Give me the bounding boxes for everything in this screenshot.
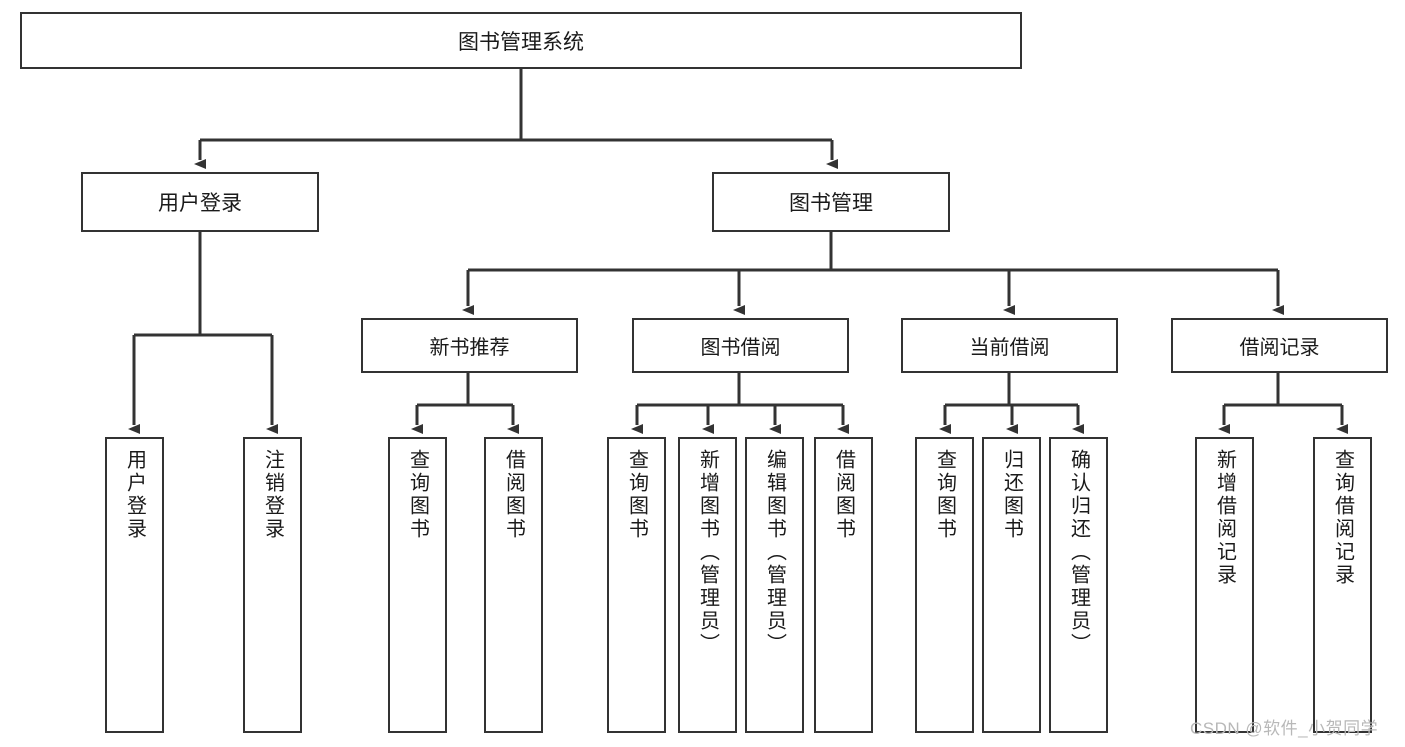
node-leaf-label: 新增图书（管理员） xyxy=(696,449,719,656)
node-level2-label: 借阅记录 xyxy=(1239,337,1320,359)
node-leaf-label: 确认归还（管理员） xyxy=(1067,449,1090,656)
node-level1-label: 图书管理 xyxy=(789,192,873,215)
node-leaf-label: 借阅图书 xyxy=(502,449,525,541)
node-level2-3[interactable]: 当前借阅 xyxy=(901,318,1118,373)
node-leaf-label: 查询图书 xyxy=(625,449,648,541)
node-leaf-3[interactable]: 查询图书 xyxy=(388,437,447,733)
node-leaf-label: 查询图书 xyxy=(406,449,429,541)
node-leaf-label: 用户登录 xyxy=(123,449,146,541)
node-leaf-7[interactable]: 编辑图书（管理员） xyxy=(745,437,804,733)
node-level2-2[interactable]: 图书借阅 xyxy=(632,318,849,373)
node-leaf-label: 查询借阅记录 xyxy=(1331,449,1354,587)
node-root-system[interactable]: 图书管理系统 xyxy=(20,12,1022,69)
node-leaf-10[interactable]: 归还图书 xyxy=(982,437,1041,733)
node-leaf-4[interactable]: 借阅图书 xyxy=(484,437,543,733)
node-leaf-label: 归还图书 xyxy=(1000,449,1023,541)
node-leaf-8[interactable]: 借阅图书 xyxy=(814,437,873,733)
node-leaf-2[interactable]: 注销登录 xyxy=(243,437,302,733)
node-level2-label: 当前借阅 xyxy=(969,337,1050,359)
node-leaf-5[interactable]: 查询图书 xyxy=(607,437,666,733)
node-leaf-1[interactable]: 用户登录 xyxy=(105,437,164,733)
node-leaf-6[interactable]: 新增图书（管理员） xyxy=(678,437,737,733)
node-level1-label: 用户登录 xyxy=(158,192,242,215)
node-leaf-label: 借阅图书 xyxy=(832,449,855,541)
node-root-label: 图书管理系统 xyxy=(458,30,584,54)
node-leaf-9[interactable]: 查询图书 xyxy=(915,437,974,733)
node-leaf-12[interactable]: 新增借阅记录 xyxy=(1195,437,1254,733)
node-level2-1[interactable]: 新书推荐 xyxy=(361,318,578,373)
node-leaf-11[interactable]: 确认归还（管理员） xyxy=(1049,437,1108,733)
csdn-watermark: CSDN @软件_小贺同学 xyxy=(1190,719,1379,738)
node-level2-4[interactable]: 借阅记录 xyxy=(1171,318,1388,373)
node-leaf-label: 查询图书 xyxy=(933,449,956,541)
node-level1-1[interactable]: 用户登录 xyxy=(81,172,319,232)
node-level2-label: 新书推荐 xyxy=(429,337,510,359)
node-leaf-label: 编辑图书（管理员） xyxy=(763,449,786,656)
node-leaf-label: 注销登录 xyxy=(261,449,284,541)
node-leaf-13[interactable]: 查询借阅记录 xyxy=(1313,437,1372,733)
node-level1-2[interactable]: 图书管理 xyxy=(712,172,950,232)
node-leaf-label: 新增借阅记录 xyxy=(1213,449,1236,587)
node-level2-label: 图书借阅 xyxy=(700,337,781,359)
